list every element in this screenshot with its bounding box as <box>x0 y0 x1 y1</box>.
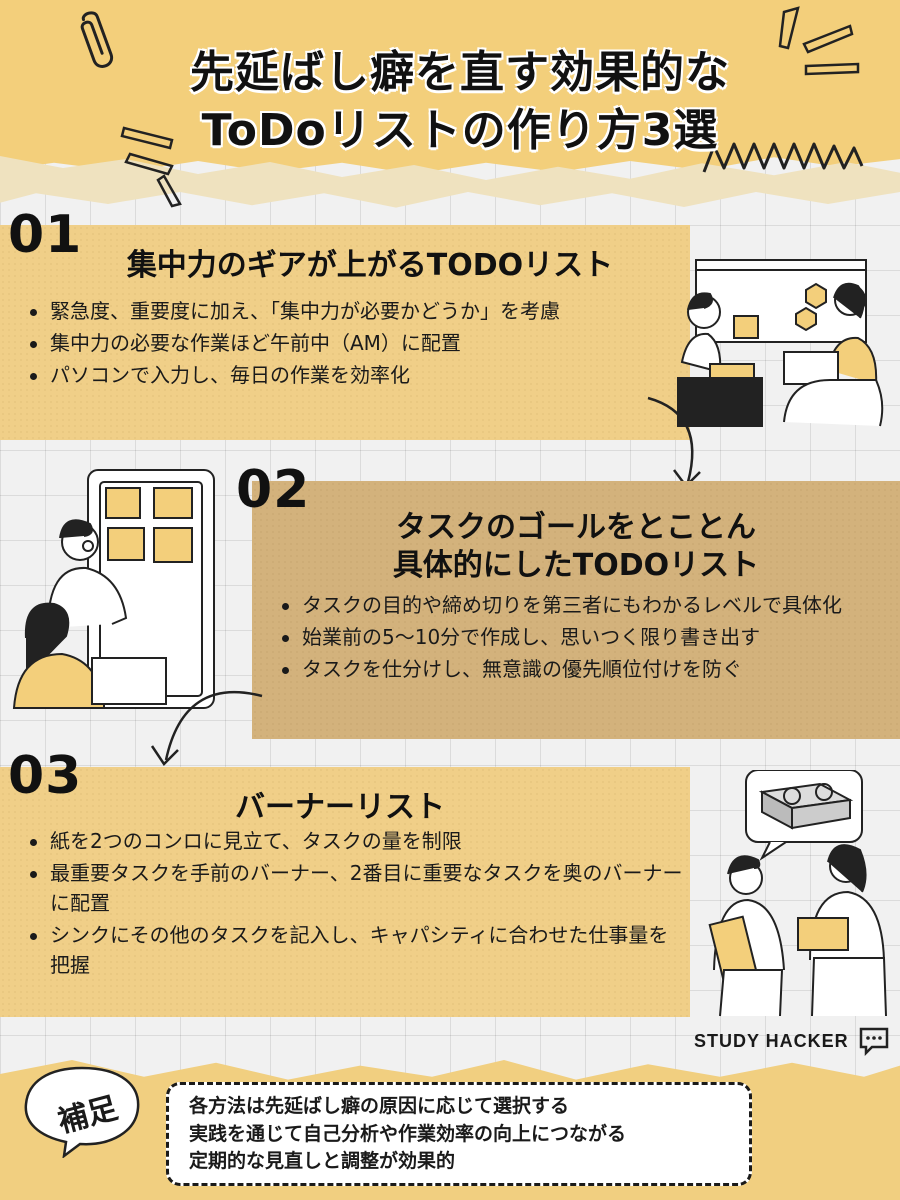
list-item: タスクの目的や締め切りを第三者にもわかるレベルで具体化 <box>276 590 886 620</box>
note-line: 実践を通じて自己分析や作業効率の向上につながる <box>189 1122 627 1145</box>
section-03-title: バーナーリスト <box>235 790 445 825</box>
list-item: 始業前の5〜10分で作成し、思いつく限り書き出す <box>276 622 886 652</box>
section-01-bullets: 緊急度、重要度に加え、「集中力が必要かどうか」を考慮 集中力の必要な作業ほど午前… <box>24 296 684 392</box>
coworkers-board-illustration <box>677 259 884 427</box>
list-item: タスクを仕分けし、無意識の優先順位付けを防ぐ <box>276 654 886 684</box>
section-01-title: 集中力のギアが上がるTODOリスト <box>126 248 614 283</box>
section-02-title-line-1: タスクのゴールをとことん <box>396 510 756 545</box>
paperclip-icon <box>80 11 114 68</box>
section-01-number: 01 <box>8 205 83 265</box>
sticky-notes-board-illustration <box>12 469 215 709</box>
section-01-box <box>0 225 690 440</box>
note-line: 定期的な見直しと調整が効果的 <box>189 1150 456 1173</box>
list-item: 紙を2つのコンロに見立て、タスクの量を制限 <box>24 826 684 856</box>
speech-bubble-icon <box>24 1066 140 1158</box>
list-item: 集中力の必要な作業ほど午前中（AM）に配置 <box>24 328 684 358</box>
note-line: 各方法は先延ばし癖の原因に応じて選択する <box>189 1095 570 1117</box>
list-item: 最重要タスクを手前のバーナー、2番目に重要なタスクを奥のバーナーに配置 <box>24 858 684 918</box>
section-03-bullets: 紙を2つのコンロに見立て、タスクの量を制限 最重要タスクを手前のバーナー、2番目… <box>24 826 684 982</box>
section-02-number: 02 <box>236 460 311 520</box>
chat-bubble-icon <box>859 1027 889 1056</box>
section-03-number: 03 <box>8 746 83 806</box>
sparkle-strokes-left-icon <box>120 126 182 208</box>
section-02-title-line-2: 具体的にしたTODOリスト <box>392 548 760 583</box>
curved-arrow-icon <box>150 691 263 766</box>
sparkle-strokes-right-icon <box>778 6 860 76</box>
page-title-line-1: 先延ばし癖を直す効果的な <box>190 47 730 98</box>
page-title-line-2: ToDoリストの作り方3選 <box>201 105 719 156</box>
list-item: 緊急度、重要度に加え、「集中力が必要かどうか」を考慮 <box>24 296 684 326</box>
section-03-box <box>0 767 690 1017</box>
list-item: シンクにその他のタスクを記入し、キャパシティに合わせた仕事量を把握 <box>24 920 684 980</box>
section-02-box <box>252 481 900 739</box>
header-background <box>0 0 900 174</box>
brand-name: STUDY HACKER <box>694 1031 849 1051</box>
supplement-note-box: 各方法は先延ばし癖の原因に応じて選択する 実践を通じて自己分析や作業効率の向上に… <box>166 1082 752 1186</box>
zigzag-decoration-icon <box>702 142 864 173</box>
stove-discussion-illustration <box>708 770 887 1017</box>
section-02-bullets: タスクの目的や締め切りを第三者にもわかるレベルで具体化 始業前の5〜10分で作成… <box>276 590 886 686</box>
list-item: パソコンで入力し、毎日の作業を効率化 <box>24 360 684 390</box>
